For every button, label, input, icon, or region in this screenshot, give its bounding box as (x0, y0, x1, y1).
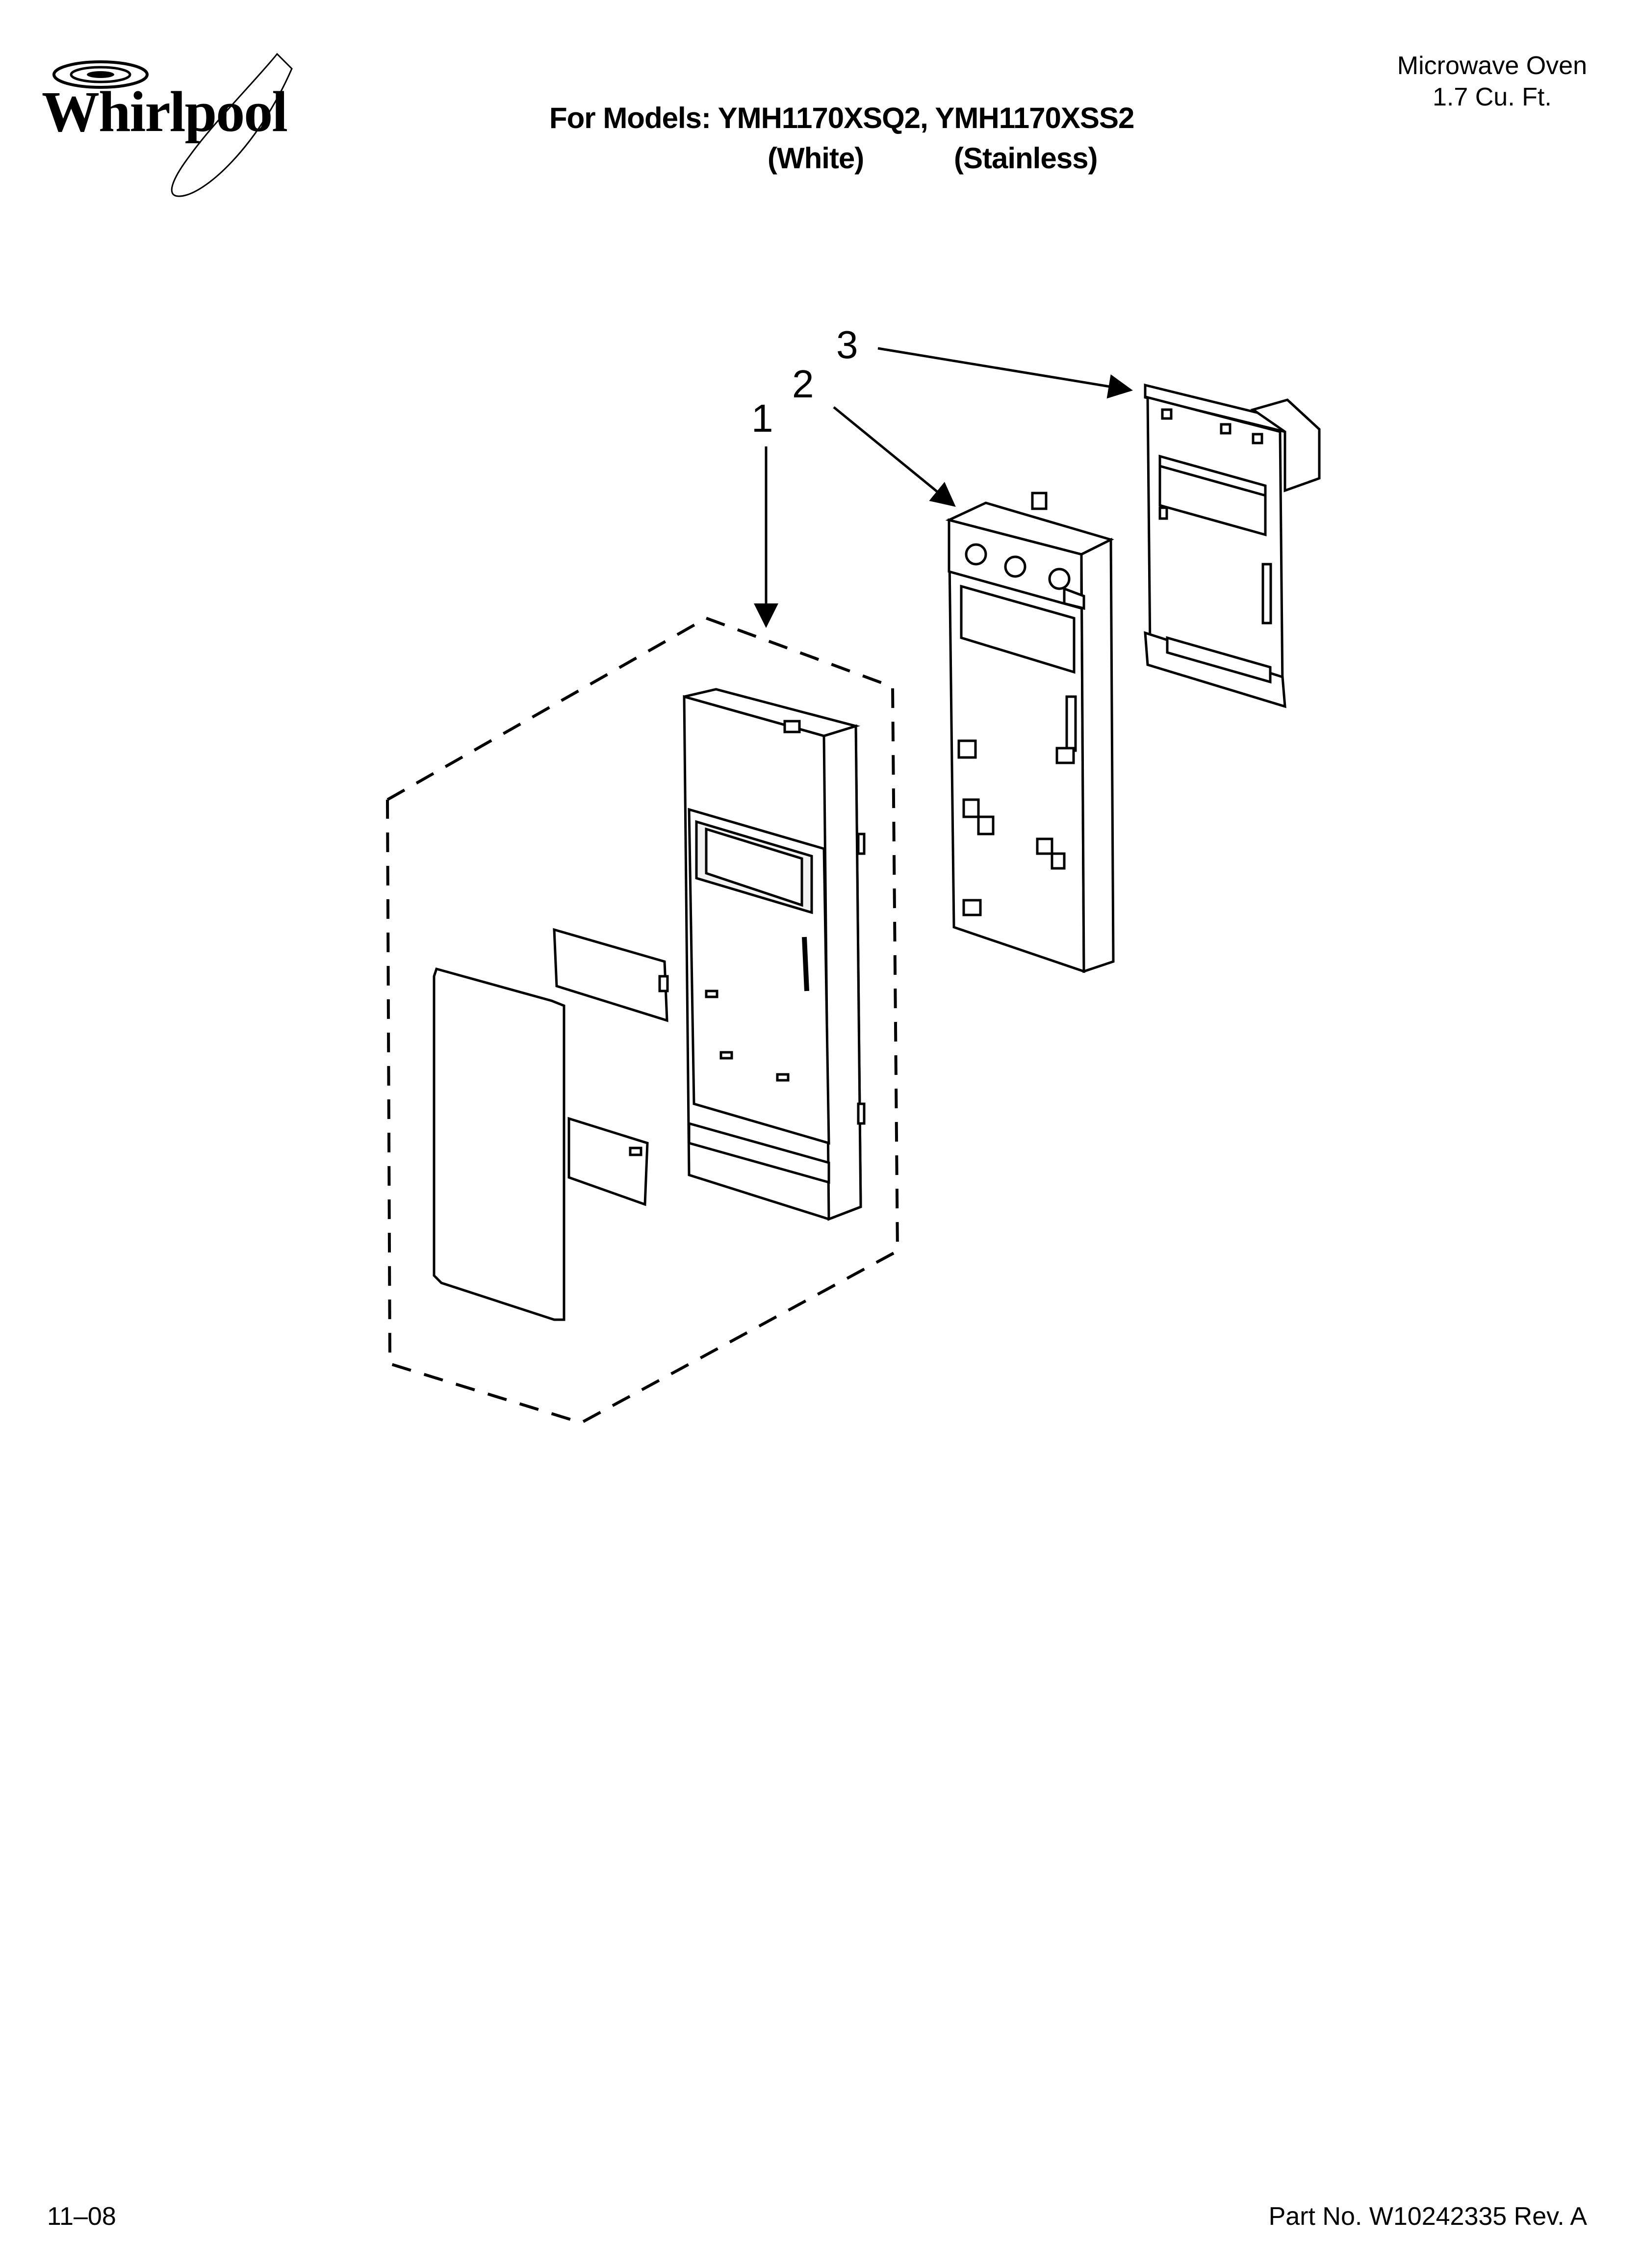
logo-wordmark: Whirlpool (42, 79, 288, 144)
product-description: Microwave Oven 1.7 Cu. Ft. (1397, 50, 1587, 113)
callout-leader-lines (754, 347, 1133, 628)
product-capacity: 1.7 Cu. Ft. (1433, 83, 1552, 111)
part-number: Part No. W10242335 Rev. A (1268, 2202, 1587, 2231)
whirlpool-logo: Whirlpool (27, 49, 321, 206)
callout-1: 1 (751, 396, 773, 440)
product-type: Microwave Oven (1397, 52, 1587, 80)
variant-white-label: (White) (768, 142, 864, 175)
models-title: For Models: YMH1170XSQ2, YMH1170XSS2 (549, 102, 1134, 134)
part-1-membrane-overlay (433, 928, 669, 1321)
leader-arrow-2 (833, 406, 956, 507)
callout-2: 2 (792, 362, 814, 406)
logo-swirl-icon (52, 52, 293, 197)
part-1-control-panel (683, 688, 866, 1221)
callout-3: 3 (836, 323, 858, 366)
variant-stainless-label: (Stainless) (954, 142, 1098, 175)
leader-arrow-3 (877, 347, 1133, 399)
revision-date: 11–08 (47, 2202, 116, 2231)
part-3-control-board (1144, 383, 1321, 708)
part-2-panel-housing (945, 492, 1115, 973)
